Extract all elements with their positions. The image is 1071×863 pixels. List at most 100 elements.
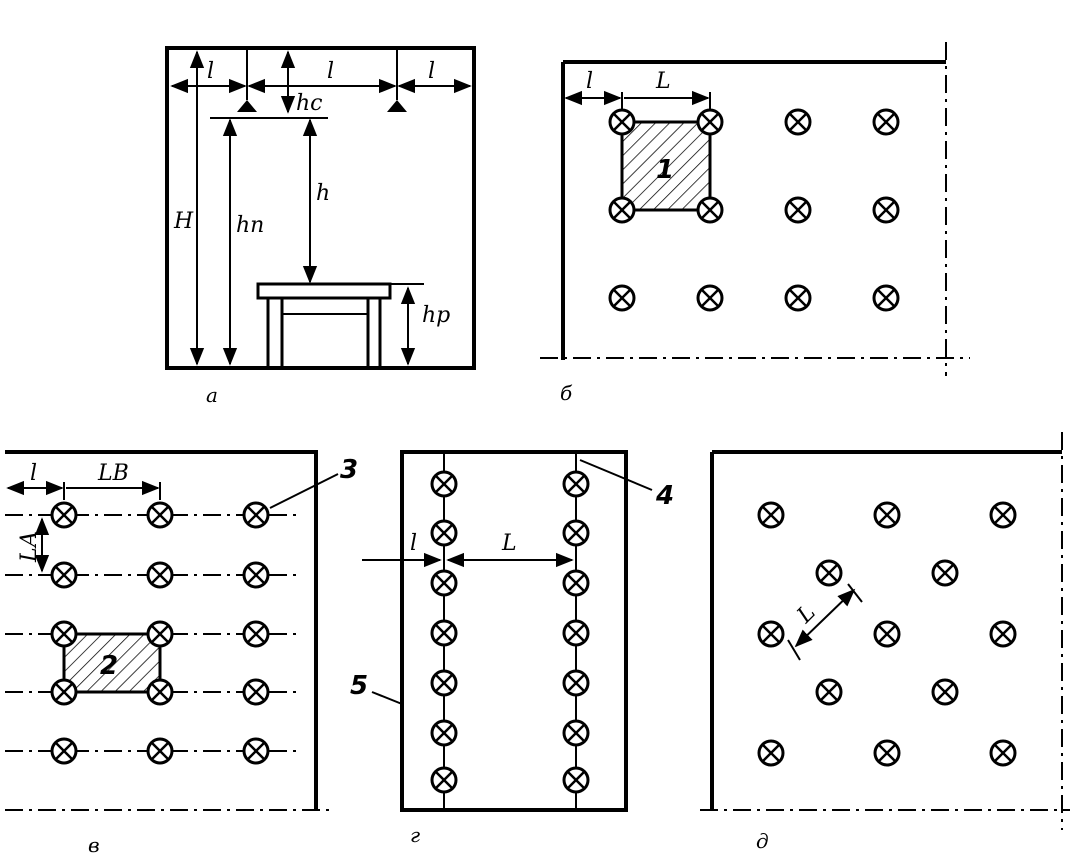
lamp-cross-circle-icon xyxy=(757,501,785,529)
lamp-cross-circle-icon xyxy=(562,719,590,747)
illuminated-area-1 xyxy=(620,120,712,212)
lamp-cross-circle-icon xyxy=(430,766,458,794)
lamp-cross-circle-icon xyxy=(931,678,959,706)
lamp-cross-circle-icon xyxy=(608,284,636,312)
callout-leader-4 xyxy=(579,459,653,491)
label-l: l xyxy=(410,531,417,556)
lamp-cross-circle-icon xyxy=(757,739,785,767)
label-hn: hп xyxy=(236,213,264,238)
lamp-cross-circle-icon xyxy=(872,284,900,312)
panel-v-rectangular-layout: 2 l LВ LА 3 в xyxy=(5,450,358,857)
label-LA: LА xyxy=(17,531,42,563)
tick-L-start xyxy=(787,639,801,661)
dim-L-diagonal xyxy=(794,588,856,648)
lamp-cross-circle-icon xyxy=(50,737,78,765)
luminaire-left xyxy=(237,100,257,112)
lamp-cross-circle-icon xyxy=(50,678,78,706)
caption-b: б xyxy=(560,381,573,405)
lamp-cross-circle-icon xyxy=(430,619,458,647)
lamp-cross-circle-icon xyxy=(50,501,78,529)
lamp-cross-circle-icon xyxy=(562,619,590,647)
panel-b-square-layout: 1 l L б xyxy=(540,42,970,405)
lamp-cross-circle-icon xyxy=(146,501,174,529)
lamp-cross-circle-icon xyxy=(873,620,901,648)
area-label-2: 2 xyxy=(100,651,118,681)
lamp-column-left xyxy=(430,470,458,794)
lamp-cross-circle-icon xyxy=(696,108,724,136)
tick-L-end xyxy=(847,583,863,603)
lamp-cross-circle-icon xyxy=(430,719,458,747)
lamp-grid-d xyxy=(757,501,1017,767)
lamp-cross-circle-icon xyxy=(50,561,78,589)
callout-leader-5 xyxy=(371,691,403,705)
lamp-cross-circle-icon xyxy=(242,678,270,706)
label-h: h xyxy=(316,181,330,206)
lamp-cross-circle-icon xyxy=(562,519,590,547)
lamp-cross-circle-icon xyxy=(562,766,590,794)
caption-d: д xyxy=(756,829,769,853)
lamp-cross-circle-icon xyxy=(562,669,590,697)
panel-g-line-layout: l L 4 5 г xyxy=(350,450,674,847)
label-L: L xyxy=(655,69,671,94)
lamp-cross-circle-icon xyxy=(608,196,636,224)
lamp-cross-circle-icon xyxy=(608,108,636,136)
area-label-1: 1 xyxy=(656,155,674,185)
caption-a: а xyxy=(206,383,218,407)
luminaire-right xyxy=(387,100,407,112)
lamp-cross-circle-icon xyxy=(146,620,174,648)
lamp-cross-circle-icon xyxy=(873,501,901,529)
lamp-cross-circle-icon xyxy=(242,620,270,648)
lamp-cross-circle-icon xyxy=(872,196,900,224)
lamp-cross-circle-icon xyxy=(430,669,458,697)
callout-4: 4 xyxy=(655,481,674,511)
lamp-cross-circle-icon xyxy=(562,569,590,597)
lamp-cross-circle-icon xyxy=(815,559,843,587)
lamp-cross-circle-icon xyxy=(430,569,458,597)
lamp-cross-circle-icon xyxy=(757,620,785,648)
panel-d-staggered-layout: L д xyxy=(700,432,1070,853)
lamp-cross-circle-icon xyxy=(989,739,1017,767)
lamp-cross-circle-icon xyxy=(784,196,812,224)
caption-g: г xyxy=(410,823,420,847)
lamp-cross-circle-icon xyxy=(146,561,174,589)
lamp-cross-circle-icon xyxy=(989,620,1017,648)
label-L: L xyxy=(792,600,821,629)
illuminated-area-2 xyxy=(62,632,162,694)
lamp-cross-circle-icon xyxy=(562,470,590,498)
lamp-cross-circle-icon xyxy=(784,284,812,312)
lamp-cross-circle-icon xyxy=(989,501,1017,529)
lamp-cross-circle-icon xyxy=(696,284,724,312)
label-hc: hс xyxy=(296,91,323,116)
lamp-cross-circle-icon xyxy=(146,678,174,706)
lamp-cross-circle-icon xyxy=(872,108,900,136)
lamp-cross-circle-icon xyxy=(696,196,724,224)
lamp-cross-circle-icon xyxy=(931,559,959,587)
lamp-cross-circle-icon xyxy=(242,737,270,765)
caption-v: в xyxy=(88,833,100,857)
label-hp: hр xyxy=(422,303,450,328)
callout-leader-3 xyxy=(269,473,339,509)
lamp-cross-circle-icon xyxy=(242,501,270,529)
lamp-cross-circle-icon xyxy=(430,470,458,498)
room-outline xyxy=(400,450,628,812)
lamp-cross-circle-icon xyxy=(50,620,78,648)
lamp-cross-circle-icon xyxy=(146,737,174,765)
lamp-cross-circle-icon xyxy=(242,561,270,589)
label-l-left: l xyxy=(207,59,214,84)
lamp-cross-circle-icon xyxy=(784,108,812,136)
table-top xyxy=(256,282,392,300)
label-l: l xyxy=(30,461,37,486)
room-outline xyxy=(165,46,476,370)
label-l-right: l xyxy=(428,59,435,84)
lamp-cross-circle-icon xyxy=(430,519,458,547)
label-l: l xyxy=(586,69,593,94)
label-H: H xyxy=(173,209,194,234)
label-L: L xyxy=(501,531,517,556)
lamp-column-right xyxy=(562,470,590,794)
lamp-cross-circle-icon xyxy=(873,739,901,767)
callout-3: 3 xyxy=(340,455,358,485)
label-l-mid: l xyxy=(327,59,334,84)
lamp-cross-circle-icon xyxy=(815,678,843,706)
panel-a-room-section: l l l hс h H hп hр а xyxy=(165,46,476,407)
